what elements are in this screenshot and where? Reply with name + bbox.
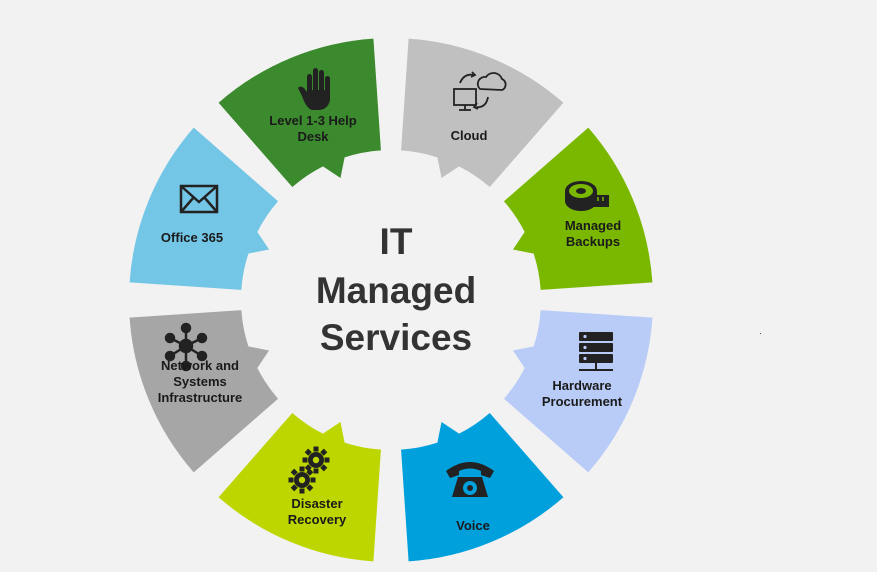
segment-label-disaster-recovery: Recovery <box>288 512 347 527</box>
labels-layer: CloudManagedBackupsHardwareProcurementVo… <box>158 113 623 533</box>
cloud-computer-icon <box>453 71 507 111</box>
center-title-line-1: IT <box>380 221 413 262</box>
segment-hardware-procurement <box>503 310 653 473</box>
segment-label-managed-backups: Backups <box>566 234 620 249</box>
segment-label-hardware-procurement: Hardware <box>552 378 611 393</box>
center-title: IT Managed Services <box>316 221 476 358</box>
center-title-line-2: Managed <box>316 270 476 311</box>
segment-label-help-desk: Level 1-3 Help <box>269 113 356 128</box>
telephone-icon <box>446 462 494 497</box>
segment-network-systems <box>129 310 279 473</box>
envelope-icon <box>179 184 219 214</box>
segment-label-help-desk: Desk <box>297 129 329 144</box>
segment-label-disaster-recovery: Disaster <box>291 496 342 511</box>
segment-label-managed-backups: Managed <box>565 218 621 233</box>
icons-layer <box>164 68 613 497</box>
segment-label-hardware-procurement: Procurement <box>542 394 623 409</box>
segment-label-cloud: Cloud <box>451 128 488 143</box>
segment-label-voice: Voice <box>456 518 490 533</box>
segment-help-desk <box>218 38 381 188</box>
center-title-line-3: Services <box>320 317 472 358</box>
stray-dot <box>760 333 761 334</box>
backup-tape-icon <box>565 181 609 211</box>
server-rack-icon <box>579 332 613 371</box>
network-hub-icon <box>164 322 208 372</box>
segment-label-network-systems: Systems <box>173 374 226 389</box>
gears-icon <box>288 446 330 494</box>
segment-office-365 <box>129 127 279 290</box>
segment-label-network-systems: Infrastructure <box>158 390 243 405</box>
hand-icon <box>298 68 330 110</box>
segment-cloud <box>401 38 564 188</box>
segment-label-network-systems: Network and <box>161 358 239 373</box>
segment-label-office-365: Office 365 <box>161 230 223 245</box>
